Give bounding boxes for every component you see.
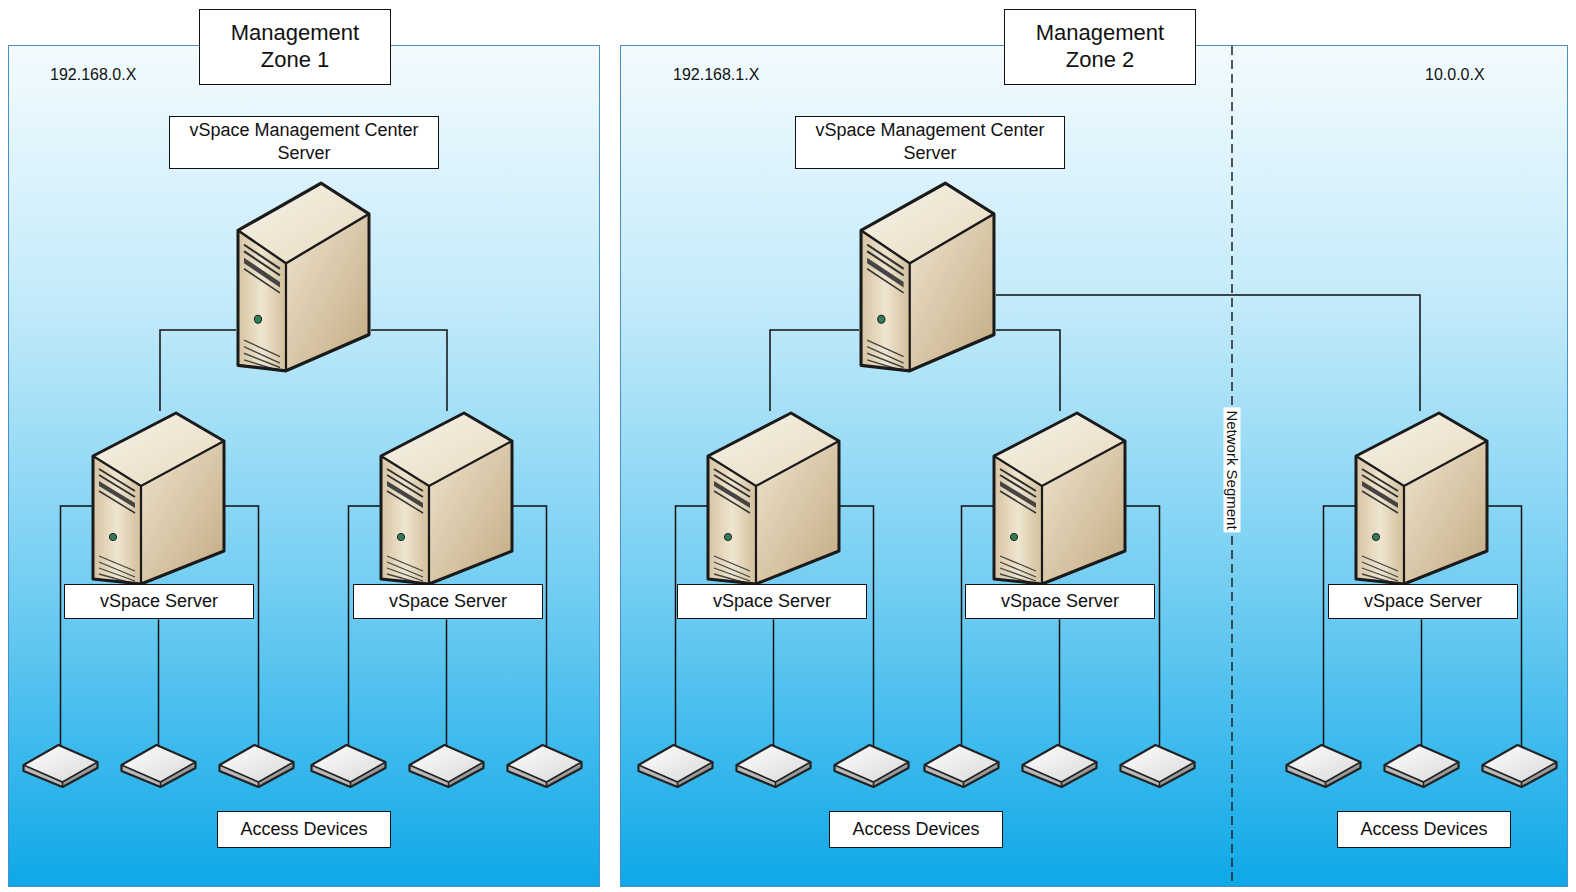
subnet-label: 192.168.0.X [50, 66, 136, 84]
server-label: vSpace Server [1328, 584, 1518, 619]
zone-heading-box: Management Zone 2 [1004, 9, 1196, 85]
management-zone: Management Zone 1vSpace Management Cente… [8, 45, 600, 887]
management-zone: Management Zone 2vSpace Management Cente… [620, 45, 1568, 887]
server-icon [992, 411, 1127, 586]
server-label: vSpace Server [353, 584, 543, 619]
server-label: vSpace Management Center Server [169, 116, 439, 169]
server-node: vSpace Server [1354, 411, 1489, 586]
server-icon-shape [708, 413, 839, 584]
server-icon-shape [238, 183, 369, 371]
node-text: vSpace Server [77, 590, 241, 613]
server-node: vSpace Server [706, 411, 841, 586]
segment-label: Network Segment [1224, 407, 1241, 532]
server-label: vSpace Management Center Server [795, 116, 1065, 169]
node-text: vSpace Server [1341, 590, 1505, 613]
node-text: Access Devices [232, 818, 376, 841]
label-box: Access Devices [1337, 811, 1511, 848]
server-node: vSpace Management Center Server [236, 181, 371, 373]
zone-heading-box: Management Zone 1 [199, 9, 391, 85]
node-text: Access Devices [844, 818, 988, 841]
server-label: vSpace Server [64, 584, 254, 619]
server-node: vSpace Server [379, 411, 514, 586]
server-icon [859, 181, 996, 373]
node-text: Access Devices [1352, 818, 1496, 841]
server-node: vSpace Server [992, 411, 1127, 586]
label-box: Access Devices [217, 811, 391, 848]
server-node: vSpace Management Center Server [859, 181, 996, 373]
server-icon-shape [1356, 413, 1487, 584]
server-icon [1354, 411, 1489, 586]
server-icon [236, 181, 371, 373]
node-text: vSpace Management Center Server [180, 119, 428, 166]
server-label: vSpace Server [965, 584, 1155, 619]
node-text: vSpace Management Center Server [806, 119, 1054, 166]
node-text: vSpace Server [366, 590, 530, 613]
node-text: vSpace Server [978, 590, 1142, 613]
label-text: 192.168.1.X [673, 66, 759, 84]
node-text: vSpace Server [690, 590, 854, 613]
node-text: Management Zone 2 [1017, 20, 1183, 74]
subnet-label: 10.0.0.X [1425, 66, 1485, 84]
server-icon-shape [994, 413, 1125, 584]
label-text: 192.168.0.X [50, 66, 136, 84]
server-icon [379, 411, 514, 586]
server-icon-shape [861, 183, 994, 371]
server-icon [91, 411, 226, 586]
subnet-label: 192.168.1.X [673, 66, 759, 84]
server-icon-shape [93, 413, 224, 584]
server-icon-shape [381, 413, 512, 584]
label-box: Access Devices [829, 811, 1003, 848]
server-icon [706, 411, 841, 586]
node-text: Management Zone 1 [212, 20, 378, 74]
label-text: 10.0.0.X [1425, 66, 1485, 84]
server-label: vSpace Server [677, 584, 867, 619]
label-text: Network Segment [1224, 410, 1241, 529]
server-node: vSpace Server [91, 411, 226, 586]
